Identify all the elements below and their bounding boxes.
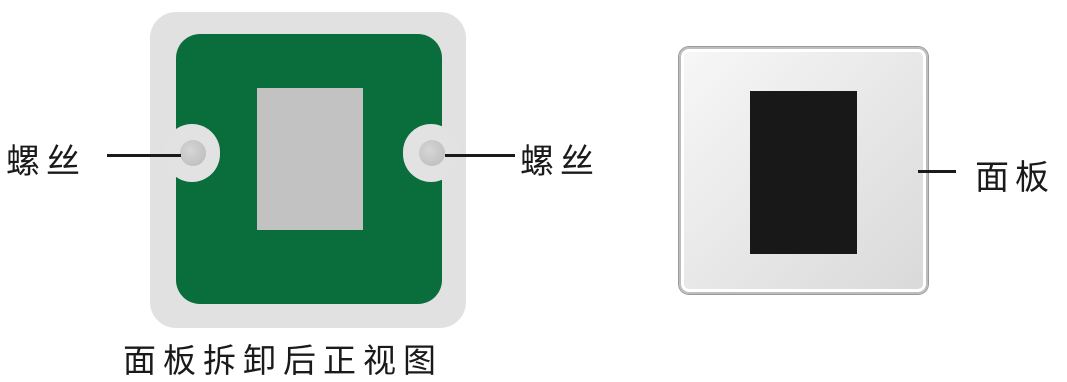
panel-label: 面板 [975,158,1055,198]
screw-right-icon [419,140,445,166]
left-view-caption: 面板拆卸后正视图 [123,341,443,380]
leader-line-screw-left [107,154,181,157]
screw-label-right: 螺丝 [520,142,600,182]
display-module [257,88,363,230]
screw-left-icon [180,140,206,166]
panel-display-window [750,91,857,254]
leader-line-panel [918,170,956,173]
screw-label-left: 螺丝 [6,142,86,182]
leader-line-screw-right [445,154,515,157]
